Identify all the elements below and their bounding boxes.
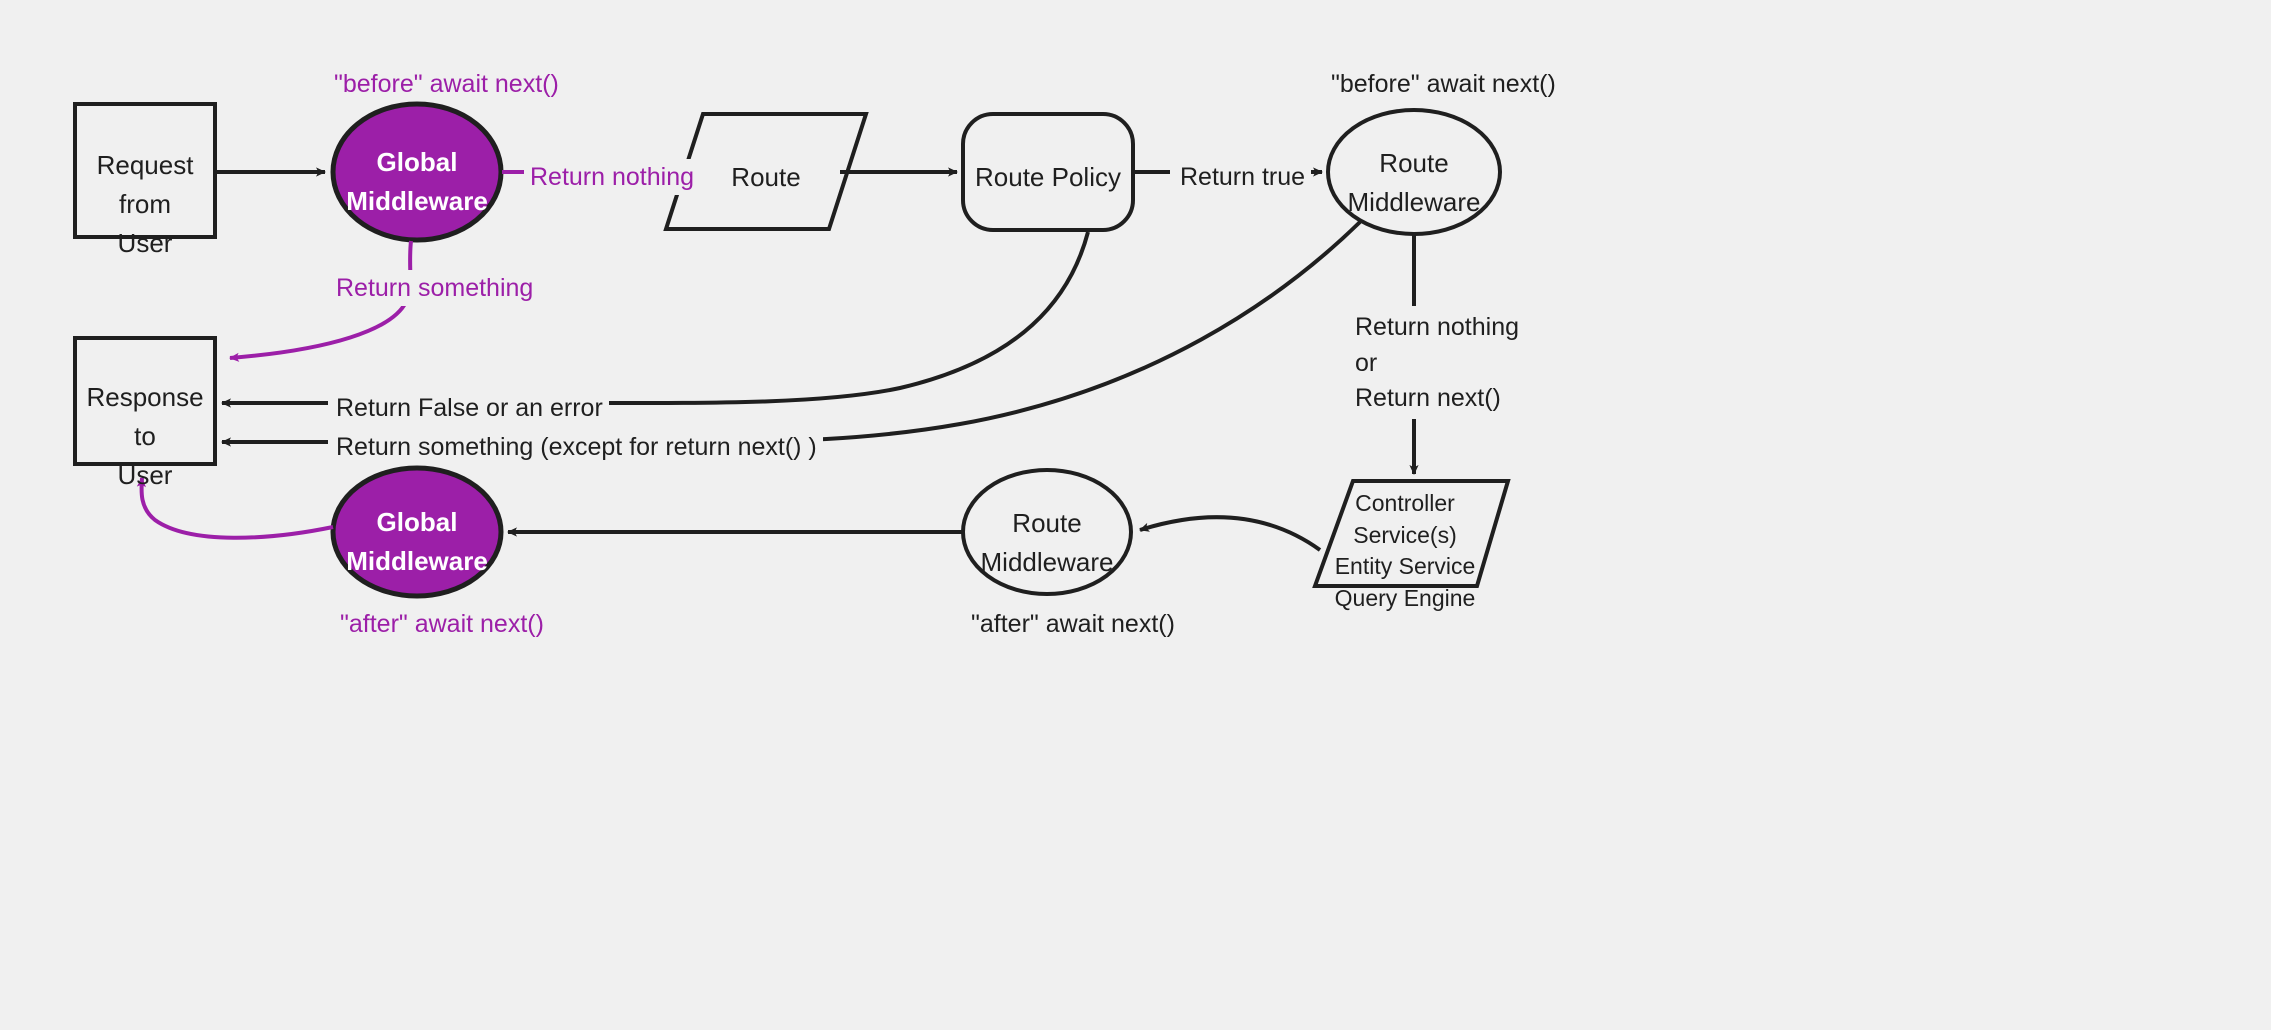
node-route-middleware-before [1326,108,1502,236]
edge-label-return-something: Return something [330,270,540,307]
edge-label-return-false-or-error: Return False or an error [330,390,609,427]
node-route-middleware-after [961,468,1133,596]
node-request-from-user [73,102,217,239]
node-global-middleware-after [330,465,504,599]
annotation-after-await-next-route: "after" await next() [971,610,1175,638]
edge-label-return-something-except-next: Return something (except for return next… [330,429,823,466]
edge-controller-to-route-middleware-after [1139,515,1322,552]
node-response-to-user [73,336,217,466]
edge-label-return-true: Return true [1174,159,1312,196]
edge-route-middleware-to-response-curve [701,220,1362,444]
annotation-after-await-next-global: "after" await next() [340,610,544,638]
edge-global-middleware-after-to-response [136,477,334,540]
annotation-before-await-next-route: "before" await next() [1331,70,1556,98]
node-global-middleware-before [330,101,504,243]
edge-label-return-nothing: Return nothing [524,159,701,196]
edge-label-return-nothing-or-next: Return nothing or Return next() [1349,308,1526,419]
node-route-policy [961,112,1135,232]
node-controller-stack [1312,479,1511,588]
annotation-before-await-next-global: "before" await next() [334,70,559,98]
edge-route-policy-to-response-curve [541,231,1090,406]
